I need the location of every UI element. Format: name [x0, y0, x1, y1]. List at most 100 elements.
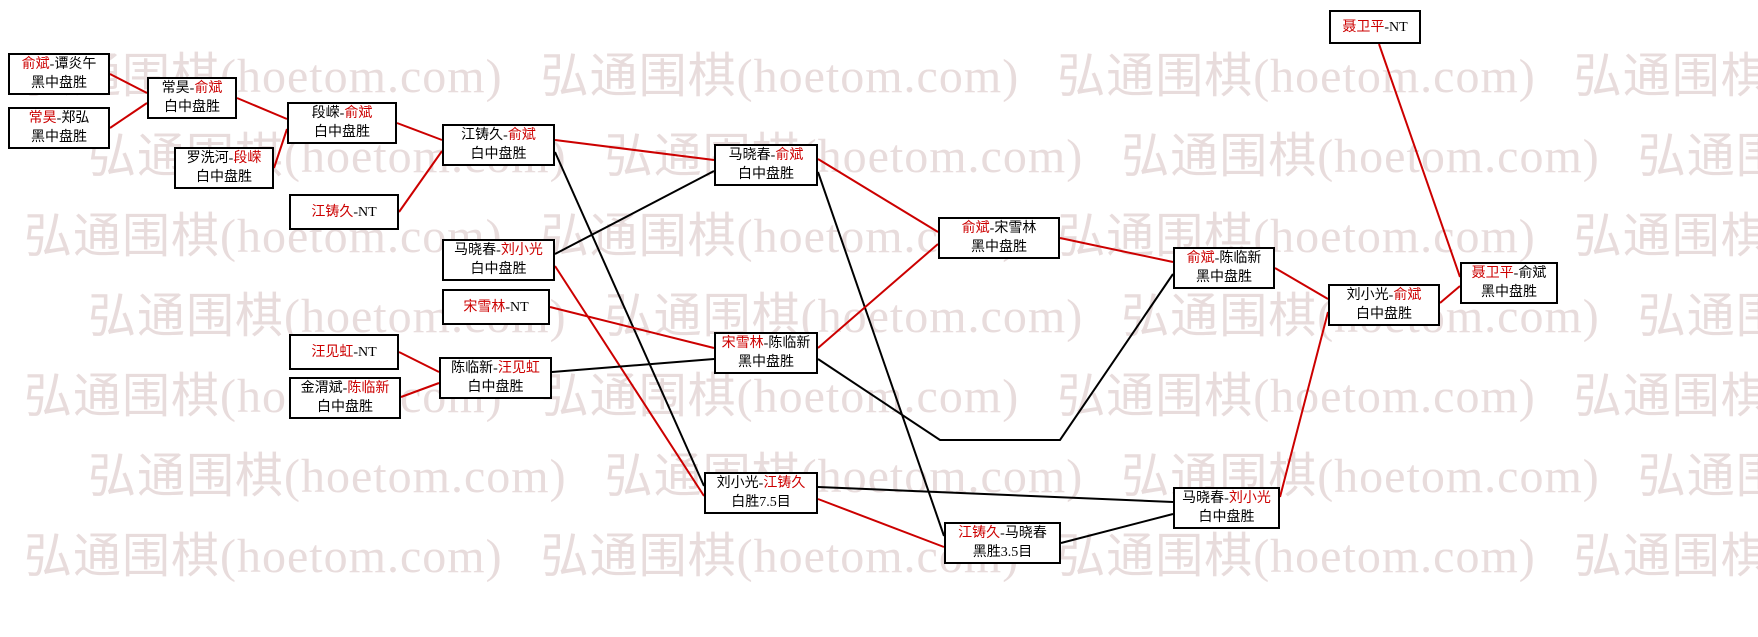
match-result: 黑中盘胜	[31, 76, 87, 91]
edge-b3-b5	[236, 97, 288, 120]
watermark-row: 弘通围棋(hoetom.com)弘通围棋(hoetom.com)弘通围棋(hoe…	[88, 436, 1758, 506]
match-box-b13: 马晓春-俞斌白中盘胜	[714, 144, 818, 186]
player-name-red: 汪见虹	[497, 361, 540, 376]
edge-b14-b16	[817, 243, 939, 349]
match-result: 白中盘胜	[470, 262, 527, 277]
player-name-red: 刘小光	[1228, 491, 1271, 506]
edge-b16-b18	[1059, 237, 1174, 263]
match-result: 白中盘胜	[317, 400, 373, 415]
match-box-b12: 陈临新-汪见虹白中盘胜	[439, 357, 552, 399]
match-box-b18: 俞斌-陈临新黑中盘胜	[1173, 247, 1275, 289]
match-box-b9: 宋雪林-NT	[442, 289, 550, 325]
match-result: 白中盘胜	[470, 147, 527, 162]
match-players: 汪见虹-NT	[311, 343, 376, 362]
watermark-text: 弘通围棋(hoetom.com)	[1057, 50, 1536, 103]
player-name-black: 刘小光-	[1346, 288, 1394, 303]
watermark-text: 弘通围棋(hoetom.com)	[88, 450, 567, 503]
match-players: 宋雪林-NT	[463, 298, 528, 317]
match-result: 黑中盘胜	[738, 355, 794, 370]
watermark-row: 弘通围棋(hoetom.com) 弘通围棋(hoetom.com) 弘通围棋(hoe…	[24, 356, 1758, 426]
edge-b20-b22	[1439, 285, 1461, 304]
player-name-red: 俞斌	[507, 128, 536, 143]
player-name-black: 刘小光-	[716, 476, 764, 491]
watermark-text: 弘通围棋(hoetom.com)	[604, 290, 1084, 343]
edge-b10-b12	[398, 351, 440, 373]
player-name-black: 江铸久-	[461, 128, 508, 143]
player-name-red: 江铸久	[958, 526, 1001, 541]
match-box-b6: 江铸久-NT	[289, 194, 399, 230]
match-result: 白中盘胜	[1356, 307, 1412, 322]
player-name-black: -陈临新	[1214, 251, 1262, 266]
watermark-text: 弘通围棋(hoetom.com)	[1121, 130, 1600, 183]
player-name-black: -马晓春	[1000, 526, 1047, 541]
match-box-b22: 聂卫平-俞斌黑中盘胜	[1460, 262, 1558, 304]
match-players: 俞斌-陈临新	[1187, 249, 1262, 268]
match-result: 黑中盘胜	[1196, 270, 1252, 285]
match-players: 金渭斌-陈临新	[301, 379, 390, 398]
match-result: 白中盘胜	[164, 100, 220, 115]
watermark-row: 弘通围棋(hoetom.com)弘通围棋(hoetom.com)弘通围棋(hoe…	[24, 36, 1758, 106]
match-players: 俞斌-谭炎午	[22, 55, 97, 74]
edge-b5-b7	[396, 122, 443, 141]
match-players: 江铸久-马晓春	[958, 524, 1047, 543]
edge-b17-b19	[1060, 513, 1174, 544]
player-name-red: 江铸久	[311, 204, 354, 220]
edge-b8-b13	[554, 170, 715, 255]
match-result: 黑中盘胜	[1481, 285, 1537, 300]
edge-b15-b17	[817, 498, 945, 548]
player-name-red: 陈临新	[347, 381, 390, 396]
player-name-black: -NT	[353, 344, 377, 360]
player-name-black: 罗洗河-	[186, 151, 234, 166]
match-players: 聂卫平-NT	[1342, 18, 1407, 37]
edge-b4-b5	[273, 128, 288, 169]
player-name-black: 马晓春-	[454, 243, 501, 258]
match-players: 陈临新-汪见虹	[451, 359, 540, 378]
player-name-red: 俞斌	[21, 57, 50, 72]
edge-b11-b12	[400, 382, 440, 398]
player-name-black: 马晓春-	[1182, 491, 1229, 506]
watermark-text: 弘通围棋(hoetom.com)	[1637, 290, 1758, 343]
match-box-b14: 宋雪林-陈临新黑中盘胜	[714, 332, 818, 374]
watermark-text: 弘通围棋(hoetom.com)	[1573, 210, 1758, 263]
player-name-black: -宋雪林	[989, 221, 1037, 236]
match-players: 马晓春-刘小光	[454, 241, 543, 260]
player-name-red: 俞斌	[344, 106, 373, 121]
player-name-red: 聂卫平	[1471, 266, 1514, 281]
edge-b6-b7	[398, 150, 443, 213]
match-result: 白中盘胜	[1198, 510, 1255, 525]
player-name-black: 常昊-	[161, 81, 195, 96]
player-name-red: 俞斌	[194, 81, 223, 96]
edge-b18-b20	[1274, 267, 1329, 300]
match-box-b20: 刘小光-俞斌白中盘胜	[1328, 284, 1440, 326]
match-result: 黑中盘胜	[31, 130, 87, 145]
player-name-black: 金渭斌-	[300, 381, 348, 396]
match-result: 黑中盘胜	[971, 240, 1027, 255]
player-name-black: -俞斌	[1513, 266, 1547, 281]
match-players: 罗洗河-段嵘	[187, 149, 262, 168]
match-result: 白胜7.5目	[731, 495, 791, 510]
player-name-red: 常昊	[28, 111, 57, 126]
match-players: 马晓春-俞斌	[729, 146, 804, 165]
edge-b14-b18	[817, 273, 1174, 441]
match-box-b15: 刘小光-江铸久白胜7.5目	[704, 472, 818, 514]
match-box-b10: 汪见虹-NT	[289, 334, 399, 370]
edge-b21-b22	[1378, 43, 1461, 278]
player-name-red: 刘小光	[500, 243, 543, 258]
player-name-black: -郑弘	[56, 111, 90, 126]
watermark-text: 弘通围棋(hoetom.com)	[1057, 370, 1536, 423]
player-name-red: 俞斌	[1186, 251, 1215, 266]
watermark-text: 弘通围棋(hoetom.com)	[24, 370, 503, 423]
player-name-red: 俞斌	[961, 221, 990, 236]
edge-b13-b17	[817, 171, 945, 537]
player-name-black: -NT	[1384, 19, 1408, 35]
watermark-text: 弘通围棋(hoetom.com)	[1573, 370, 1758, 423]
edge-b7-b15	[554, 151, 705, 487]
match-result: 白中盘胜	[467, 380, 524, 395]
watermark-row: 弘通围棋(hoetom.com)弘通围棋(hoetom.com)弘通围棋(hoe…	[88, 116, 1758, 186]
player-name-black: 段嵘-	[311, 106, 345, 121]
edge-b9-b14	[549, 306, 715, 349]
match-result: 白中盘胜	[196, 170, 252, 185]
match-box-b8: 马晓春-刘小光白中盘胜	[442, 239, 555, 281]
